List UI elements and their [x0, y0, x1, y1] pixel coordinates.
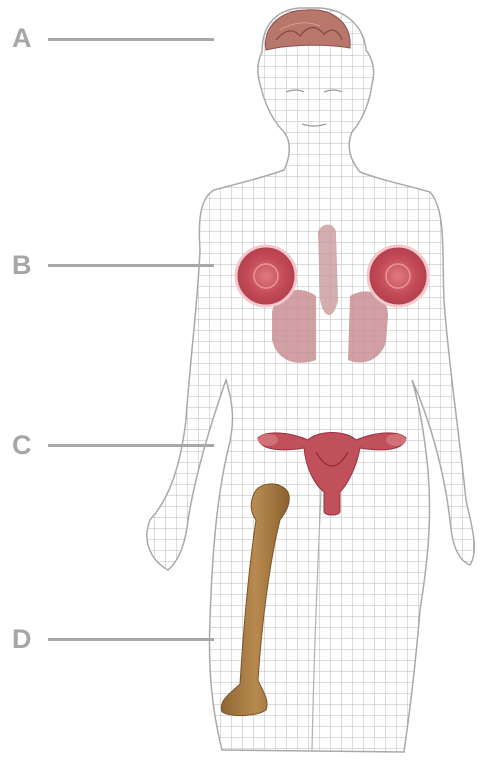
label-d: D [12, 626, 32, 653]
leader-line-a [48, 38, 214, 41]
label-b: B [12, 252, 32, 279]
label-c: C [12, 432, 32, 459]
leader-line-d [48, 638, 214, 641]
leader-line-c [48, 444, 214, 447]
label-a: A [12, 25, 32, 52]
leader-line-b [48, 264, 214, 267]
